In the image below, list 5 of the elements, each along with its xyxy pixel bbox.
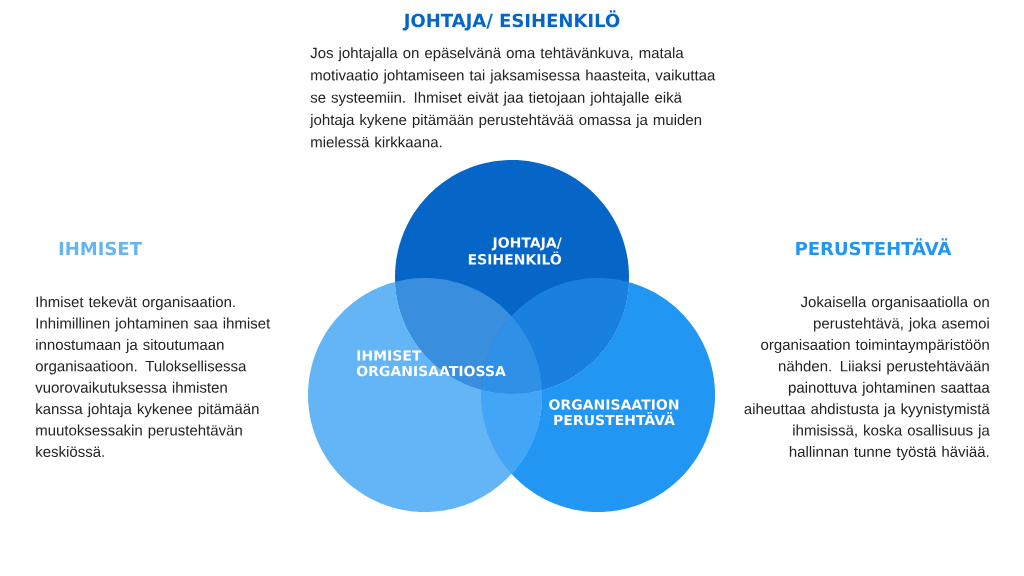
section-heading: JOHTAJA/ ESIHENKILÖ (402, 10, 620, 31)
description-text: Ihmiset tekevät organisaation. Inhimillinen johtaminen saa ihmiset innostumaan ja sitoutumaan organisaatioon. Tuloksellisessa vuorovaikutuksessa ihmisten kanssa johtaja kykenee pitämään muutoksessakin perustehtävän keskiössä. (35, 296, 271, 457)
section-heading: IHMISET (59, 241, 142, 256)
section-heading: PERUSTEHTÄVÄ (796, 238, 952, 256)
description-text: Jokaisella organisaatiolla on perustehtävä, joka asemoi organisaation toimintaympäristöön nähden. Liiaksi perustehtävään painottuva johtaminen saattaa aiheuttaa ahdistusta ja kyynistymistä ihmisissä, koska osallisuus ja hallinnan tunne työstä häviää. (744, 296, 990, 460)
